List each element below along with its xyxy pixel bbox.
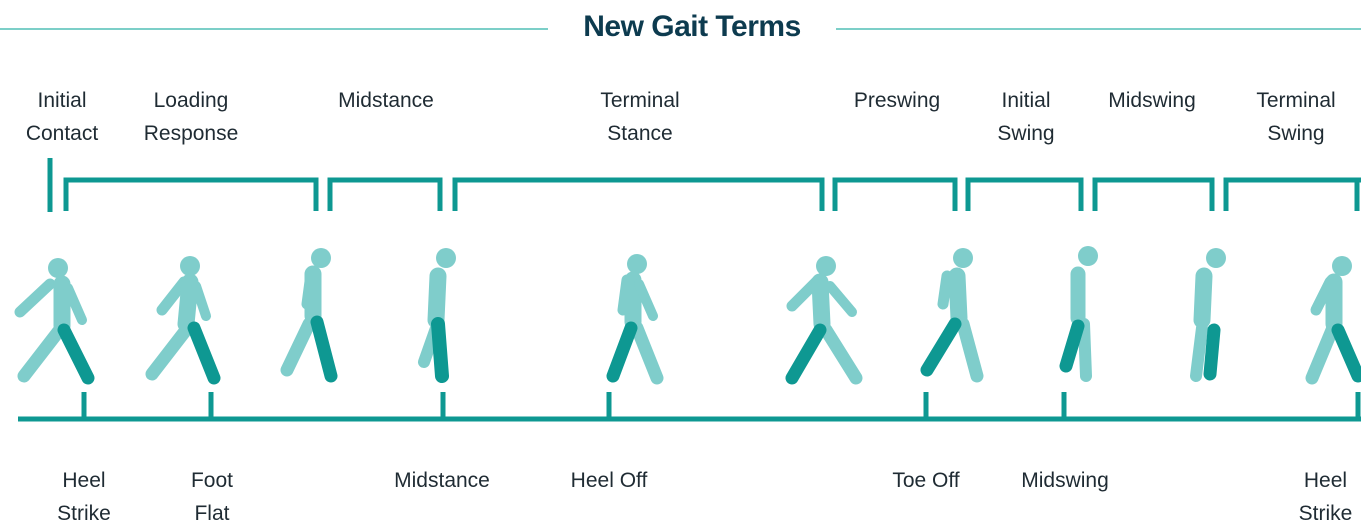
phase-label-loading-response: Loading Response: [143, 89, 239, 145]
phase-brackets: [47, 158, 1361, 212]
figure-midswing: [1190, 248, 1226, 382]
event-label-toe-off: Toe Off: [892, 469, 960, 492]
title-rule-right: [836, 28, 1361, 30]
timeline: [18, 392, 1361, 422]
bracket-midswing: [1092, 177, 1215, 211]
figure-midstance: [418, 248, 456, 383]
figure-heel-off: [785, 256, 863, 385]
bracket-loading-response: [63, 177, 319, 211]
figure-foot-flat: [145, 256, 221, 385]
event-label-heel-off: Heel Off: [570, 469, 648, 492]
event-label-foot-flat: Foot Flat: [190, 469, 234, 525]
figure-preswing: [920, 248, 984, 383]
event-label-midstance: Midstance: [394, 469, 490, 492]
event-label-midswing: Midswing: [1021, 469, 1109, 492]
figures: [14, 246, 1361, 385]
bracket-midstance: [327, 177, 443, 211]
event-label-heel-strike-end: Heel Strike: [1298, 469, 1353, 525]
phase-label-terminal-swing: Terminal Swing: [1256, 89, 1336, 145]
phase-label-initial-contact: Initial Contact: [25, 89, 99, 145]
phase-label-midswing: Midswing: [1108, 89, 1196, 112]
bracket-initial-swing: [965, 177, 1084, 211]
phase-label-initial-swing: Initial Swing: [997, 89, 1055, 145]
figure-loading: [280, 248, 338, 383]
title-rule-left: [0, 28, 548, 30]
phase-label-midstance: Midstance: [338, 89, 434, 112]
event-label-heel-strike: Heel Strike: [57, 469, 111, 525]
figure-initial-swing: [1059, 246, 1098, 382]
bracket-terminal-stance: [452, 177, 825, 211]
figure-heel-strike: [14, 258, 95, 385]
bracket-preswing: [832, 177, 958, 211]
phase-label-preswing: Preswing: [853, 89, 941, 112]
phase-label-terminal-stance: Terminal Stance: [600, 89, 680, 145]
figure-terminal-stance: [606, 254, 664, 385]
page-title: New Gait Terms: [583, 10, 801, 43]
figure-terminal-swing: [1305, 256, 1361, 385]
bracket-terminal-swing: [1223, 177, 1361, 211]
